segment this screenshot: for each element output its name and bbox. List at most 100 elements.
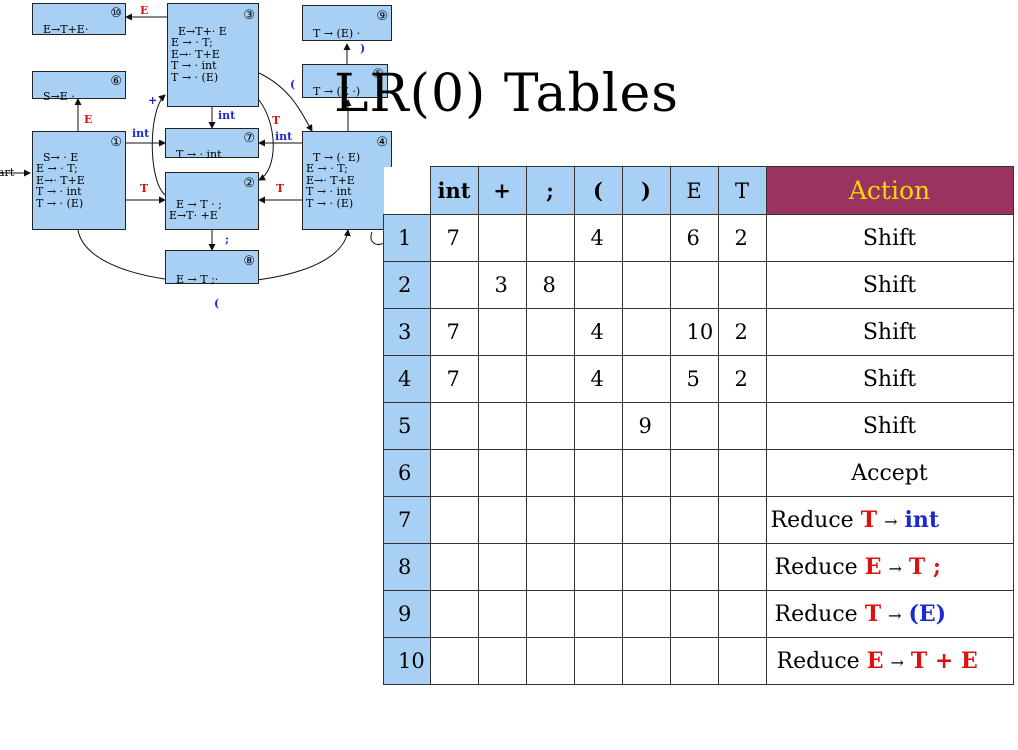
cell-semicolon xyxy=(525,214,575,262)
cell-action: Accept xyxy=(765,449,1014,497)
state-6-items: S→E · xyxy=(43,89,75,103)
cell-t: 2 xyxy=(717,214,767,262)
table-row: 8 Reduce E → T ; xyxy=(383,543,1014,591)
cell-t: 2 xyxy=(717,355,767,403)
cell-lparen xyxy=(573,261,623,309)
state-10: E→T+E· ⑩ xyxy=(32,3,126,35)
table-row: 9 Reduce T → (E) xyxy=(383,590,1014,638)
row-state: 1 xyxy=(383,214,431,262)
cell-action: Reduce E → T ; xyxy=(765,543,1014,591)
production-lhs: E xyxy=(864,554,882,580)
edge-label-plus: + xyxy=(148,94,158,107)
edge-label-t-1: T xyxy=(140,182,149,195)
state-5: T → (E ·) ⑤ xyxy=(302,64,388,98)
edge-label-e-3-10: E xyxy=(140,4,149,17)
cell-e: 6 xyxy=(669,214,719,262)
state-1-number: ① xyxy=(110,135,122,150)
edge-3-4 xyxy=(258,72,313,132)
table-row: 2 3 8 Shift xyxy=(383,261,1014,309)
state-1: S→ · E E → · T; E→· T+E T → · int T → · … xyxy=(32,131,126,230)
cell-t: 2 xyxy=(717,308,767,356)
header-int: int xyxy=(429,166,479,215)
edge-label-int-4: int xyxy=(275,130,293,143)
header-rparen: ) xyxy=(621,166,671,215)
state-9-items: T → (E) · xyxy=(313,26,361,40)
cell-action: Shift xyxy=(765,214,1014,262)
cell-t xyxy=(717,449,767,497)
cell-rparen xyxy=(621,261,671,309)
state-6: S→E · ⑥ xyxy=(32,71,126,102)
cell-plus: 3 xyxy=(477,261,527,309)
header-e: E xyxy=(669,166,719,215)
edge-label-lparen-5: ( xyxy=(290,78,296,91)
state-7: T → · int ⑦ xyxy=(165,128,259,160)
table-row: 6 Accept xyxy=(383,449,1014,497)
header-t: T xyxy=(717,166,767,215)
cell-rparen: 9 xyxy=(621,402,671,450)
state-9: T → (E) · ⑨ xyxy=(302,5,392,41)
production-rhs: (E) xyxy=(908,601,947,627)
edge-3-2 xyxy=(258,99,274,181)
reduce-label: Reduce xyxy=(774,555,858,580)
cell-e xyxy=(669,261,719,309)
cell-action: Shift xyxy=(765,355,1014,403)
cell-plus xyxy=(477,402,527,450)
cell-lparen xyxy=(573,449,623,497)
production-arrow: → xyxy=(888,606,902,625)
cell-semicolon: 8 xyxy=(525,261,575,309)
row-state: 2 xyxy=(383,261,431,309)
state-7-number: ⑦ xyxy=(243,131,255,146)
state-8: E → T ;· ⑧ xyxy=(165,250,259,286)
state-2-items: E → T · ; E→T· +E xyxy=(169,197,222,222)
cell-e: 10 xyxy=(669,308,719,356)
cell-semicolon xyxy=(525,449,575,497)
state-9-number: ⑨ xyxy=(376,9,388,24)
cell-int xyxy=(429,449,479,497)
cell-plus xyxy=(477,308,527,356)
cell-plus xyxy=(477,214,527,262)
cell-e: 5 xyxy=(669,355,719,403)
state-4: T → (· E) E → · T; E→· T+E T → · int T →… xyxy=(302,131,392,230)
state-4-items: T → (· E) E → · T; E→· T+E T → · int T →… xyxy=(306,150,361,210)
cell-plus xyxy=(477,355,527,403)
cell-t xyxy=(717,261,767,309)
cell-e xyxy=(669,449,719,497)
production-lhs: T xyxy=(860,507,878,533)
cell-t xyxy=(717,402,767,450)
edge-label-lparen-bottom: ( xyxy=(214,297,220,310)
table-row: 7 Reduce T → int xyxy=(383,496,1014,544)
cell-rparen xyxy=(621,449,671,497)
state-10-items: E→T+E· xyxy=(43,22,89,36)
row-state: 6 xyxy=(383,449,431,497)
production-rhs: T ; xyxy=(908,554,942,580)
cell-action: Reduce E → T + E xyxy=(765,637,1014,685)
cell-int: 7 xyxy=(429,308,479,356)
cell-rparen xyxy=(621,355,671,403)
lr0-table: int + ; ( ) E T Action 1 7 4 6 2 Shift 2… xyxy=(383,166,1014,685)
edge-label-t-4: T xyxy=(276,182,285,195)
edge-label-int-3: int xyxy=(218,109,236,122)
cell-lparen: 4 xyxy=(573,355,623,403)
row-state: 7 xyxy=(383,496,431,544)
edge-label-t-3: T xyxy=(272,114,281,127)
start-label: art xyxy=(0,166,15,179)
cell-int: 7 xyxy=(429,214,479,262)
header-corner xyxy=(383,166,431,215)
row-state: 8 xyxy=(383,543,431,591)
cell-action: Shift xyxy=(765,402,1014,450)
row-state: 10 xyxy=(383,637,431,685)
row-state: 9 xyxy=(383,590,431,638)
state-8-number: ⑧ xyxy=(243,254,255,269)
header-plus: + xyxy=(477,166,527,215)
production-lhs: T xyxy=(864,601,882,627)
cell-action: Reduce T → int xyxy=(765,496,1014,544)
production-arrow: → xyxy=(890,653,904,672)
state-2-number: ② xyxy=(243,176,255,191)
cell-e xyxy=(669,402,719,450)
production-arrow: → xyxy=(884,512,898,531)
page-title: LR(0) Tables xyxy=(334,64,679,124)
state-3-number: ③ xyxy=(243,8,255,23)
state-4-number: ④ xyxy=(376,135,388,150)
state-5-number: ⑤ xyxy=(372,67,384,82)
state-8-items: E → T ;· xyxy=(176,272,219,286)
